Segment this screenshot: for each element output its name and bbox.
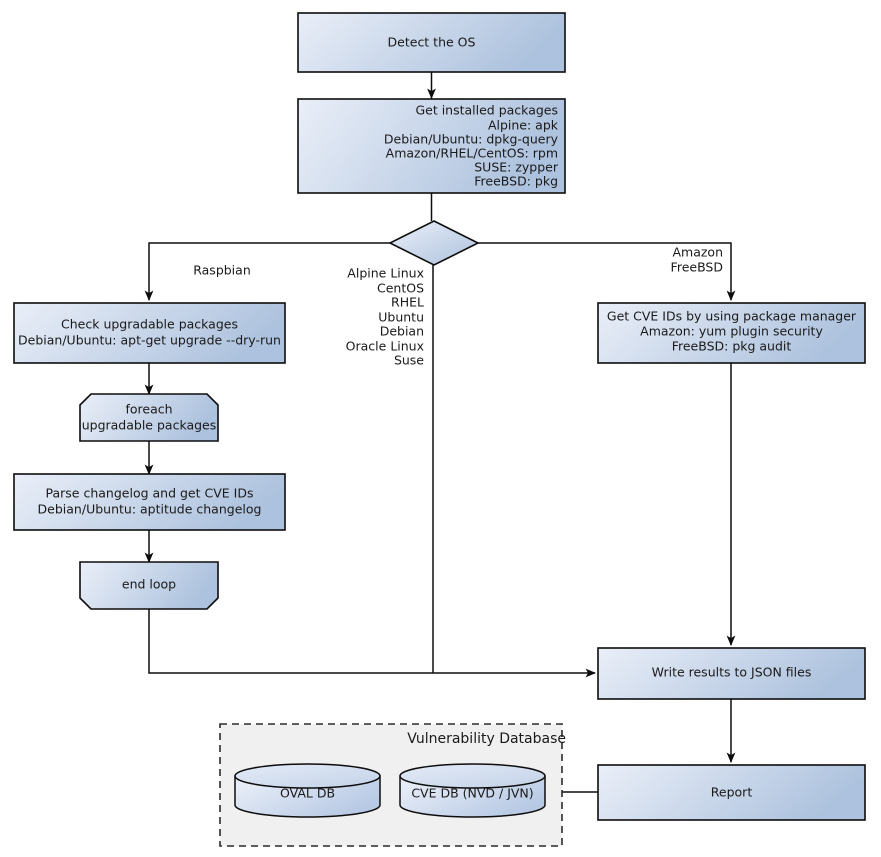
vulnerability-database-group: Vulnerability Database OVAL DB CVE DB (N… — [219, 723, 566, 847]
edge-decision-to-check-upgradable — [144, 242, 390, 302]
vulndb-group-title: Vulnerability Database — [407, 731, 566, 747]
report-box — [597, 764, 866, 821]
node-write-results: Write results to JSON files — [597, 647, 866, 700]
get-cve-ids-box — [597, 302, 866, 364]
write-results-box — [597, 647, 866, 700]
node-get-cve-ids: Get CVE IDs by using package manager Ama… — [597, 302, 866, 364]
node-end-loop: end loop — [79, 561, 219, 610]
check-upgradable-line-1: Debian/Ubuntu: apt-get upgrade --dry-run — [18, 333, 281, 348]
get-installed-packages-line-1: Alpine: apk — [488, 118, 559, 133]
oval-db-top — [234, 763, 381, 789]
get-installed-packages-line-0: Get installed packages — [415, 103, 558, 118]
middle-distros-line-3: Ubuntu — [378, 310, 424, 325]
foreach-loop-line-1: upgradable packages — [82, 418, 217, 433]
foreach-loop-shape — [79, 393, 219, 442]
get-cve-ids-line-0: Get CVE IDs by using package manager — [607, 309, 857, 324]
edge-endloop-to-write-results — [148, 609, 597, 678]
middle-distros-line-0: Alpine Linux — [347, 266, 424, 281]
check-upgradable-box — [13, 302, 286, 364]
cve-db-node: CVE DB (NVD / JVN) — [399, 763, 546, 818]
get-installed-packages-line-3: Amazon/RHEL/CentOS: rpm — [386, 146, 558, 161]
get-cve-ids-line-1: Amazon: yum plugin security — [640, 324, 823, 339]
node-os-decision — [388, 220, 480, 266]
report-label: Report — [711, 785, 753, 800]
middle-distros-line-4: Debian — [380, 324, 424, 339]
node-report: Report — [597, 764, 866, 821]
node-parse-changelog: Parse changelog and get CVE IDs Debian/U… — [13, 473, 286, 531]
foreach-loop-line-0: foreach — [125, 402, 172, 417]
write-results-label: Write results to JSON files — [652, 665, 812, 680]
parse-changelog-line-1: Debian/Ubuntu: aptitude changelog — [38, 502, 262, 517]
get-installed-packages-line-2: Debian/Ubuntu: dpkg-query — [384, 132, 559, 147]
end-loop-shape — [79, 561, 219, 610]
raspbian-label: Raspbian — [193, 263, 251, 278]
middle-distros-line-1: CentOS — [377, 281, 424, 296]
edge-decision-to-get-cve — [478, 242, 736, 302]
oval-db-label: OVAL DB — [280, 786, 335, 801]
get-cve-ids-line-2: FreeBSD: pkg audit — [672, 339, 792, 354]
oval-db-node: OVAL DB — [234, 763, 381, 818]
os-decision-diamond — [388, 220, 480, 266]
end-loop-label: end loop — [122, 577, 176, 592]
cve-db-label: CVE DB (NVD / JVN) — [411, 786, 533, 801]
amazon-freebsd-line-0: Amazon — [672, 245, 723, 260]
parse-changelog-box — [13, 473, 286, 531]
node-check-upgradable: Check upgradable packages Debian/Ubuntu:… — [13, 302, 286, 364]
get-installed-packages-line-4: SUSE: zypper — [474, 160, 559, 175]
edge-label-amazon-freebsd: Amazon FreeBSD — [671, 245, 723, 275]
get-installed-packages-box — [297, 98, 566, 194]
edge-label-middle-distros: Alpine Linux CentOS RHEL Ubuntu Debian O… — [346, 266, 425, 368]
detect-os-label: Detect the OS — [388, 35, 476, 50]
node-foreach-loop: foreach upgradable packages — [79, 393, 219, 442]
get-installed-packages-line-5: FreeBSD: pkg — [474, 174, 558, 189]
middle-distros-line-6: Suse — [394, 353, 424, 368]
check-upgradable-line-0: Check upgradable packages — [61, 317, 238, 332]
cve-db-top — [399, 763, 546, 789]
middle-distros-line-5: Oracle Linux — [346, 339, 424, 354]
node-detect-os: Detect the OS — [297, 12, 566, 73]
node-get-installed-packages: Get installed packages Alpine: apk Debia… — [297, 98, 566, 194]
middle-distros-line-2: RHEL — [391, 295, 424, 310]
amazon-freebsd-line-1: FreeBSD — [671, 260, 723, 275]
edge-label-raspbian: Raspbian — [193, 263, 251, 278]
detect-os-box — [297, 12, 566, 73]
parse-changelog-line-0: Parse changelog and get CVE IDs — [46, 486, 254, 501]
